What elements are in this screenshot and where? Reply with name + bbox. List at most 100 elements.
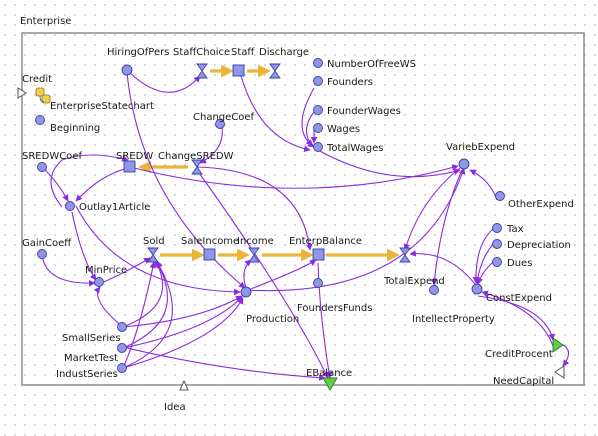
sold-valve[interactable]	[147, 247, 159, 263]
link	[403, 167, 461, 251]
income-valve[interactable]	[248, 247, 260, 263]
link	[122, 295, 243, 328]
hiring-of-pers-label: HiringOfPers	[107, 47, 169, 58]
min-price-node[interactable]	[94, 277, 104, 287]
staff-stock[interactable]	[232, 64, 245, 77]
enterp-balance-stock[interactable]	[312, 248, 325, 261]
total-wages-label: TotalWages	[326, 143, 383, 154]
credit-procent-input-port[interactable]	[552, 337, 564, 353]
staff-choice-valve[interactable]	[196, 63, 208, 79]
varieb-expend-node[interactable]	[458, 158, 470, 170]
link	[93, 286, 124, 328]
founders-node[interactable]	[313, 76, 323, 86]
sale-income-stock[interactable]	[203, 248, 216, 261]
change-sredw-label: ChangeSREDW	[158, 151, 234, 162]
credit-procent-label: CreditProcent	[485, 349, 553, 360]
dues-node[interactable]	[492, 257, 502, 267]
link	[196, 166, 313, 251]
link	[317, 262, 333, 379]
min-price-label: MinPrice	[85, 265, 127, 276]
links	[41, 72, 570, 381]
link	[103, 257, 151, 283]
discharge-valve[interactable]	[269, 63, 281, 79]
credit-label: Credit	[22, 74, 52, 85]
other-expend-node[interactable]	[495, 191, 505, 201]
varieb-expend-label: VariebExpend	[446, 142, 515, 153]
total-expend-valve[interactable]	[399, 247, 411, 263]
indust-series-label: IndustSeries	[56, 369, 118, 380]
total-expend-label: TotalExpend	[383, 276, 445, 287]
e-balance-output-port[interactable]	[322, 377, 338, 391]
hiring-of-pers-node[interactable]	[121, 64, 133, 76]
link	[129, 72, 201, 93]
market-test-node[interactable]	[117, 343, 127, 353]
link	[305, 111, 315, 147]
founders-funds-node[interactable]	[313, 278, 323, 288]
indust-series-node[interactable]	[117, 363, 127, 373]
small-series-node[interactable]	[117, 322, 127, 332]
other-expend-label: OtherExpend	[508, 199, 574, 210]
production-label: Production	[246, 314, 299, 325]
link	[122, 296, 243, 349]
link	[240, 75, 311, 153]
intellect-property-node[interactable]	[429, 285, 439, 295]
number-of-free-ws-label: NumberOfFreeWS	[327, 59, 416, 70]
tax-node[interactable]	[492, 223, 502, 233]
sredw-coef-label: SREDWCoef	[22, 151, 82, 162]
link	[243, 167, 466, 292]
flows	[138, 64, 400, 262]
enterp-balance-label: EnterpBalance	[289, 236, 362, 247]
link	[560, 343, 570, 367]
enterprise-statechart-label: EnterpriseStatechart	[50, 101, 154, 112]
link	[317, 149, 461, 178]
change-coef-node[interactable]	[215, 119, 225, 129]
sredw-coef-node[interactable]	[37, 162, 47, 172]
founders-label: Founders	[327, 77, 373, 88]
e-balance-label: EBalance	[306, 368, 352, 379]
enterprise-frame	[21, 32, 585, 386]
beginning-label: Beginning	[50, 123, 100, 134]
outlay-1-article-node[interactable]	[65, 201, 75, 211]
market-test-label: MarketTest	[64, 353, 118, 364]
link	[477, 295, 555, 341]
staff-label: Staff	[231, 47, 255, 58]
link	[196, 169, 329, 379]
link	[126, 72, 246, 289]
need-capital-output-port[interactable]	[554, 365, 565, 379]
founder-wages-node[interactable]	[313, 105, 323, 115]
idea-input-port[interactable]	[179, 379, 189, 391]
link	[75, 205, 241, 296]
link	[75, 167, 129, 202]
sredw-stock[interactable]	[123, 160, 136, 173]
link	[469, 169, 498, 201]
link	[126, 347, 326, 381]
production-node[interactable]	[240, 286, 252, 298]
const-expend-node[interactable]	[471, 283, 483, 295]
gain-coeff-label: GainCoeff	[22, 238, 72, 249]
small-series-label: SmallSeries	[62, 333, 121, 344]
statechart-icon[interactable]	[35, 87, 51, 104]
wages-label: Wages	[327, 124, 360, 135]
discharge-label: Discharge	[259, 47, 309, 58]
beginning-node[interactable]	[35, 115, 45, 125]
link	[476, 261, 494, 285]
gain-coeff-node[interactable]	[37, 249, 47, 259]
link	[122, 260, 168, 349]
link	[50, 154, 129, 208]
change-sredw-valve[interactable]	[191, 159, 203, 175]
change-coef-label: ChangeCoef	[193, 112, 255, 123]
link	[122, 261, 157, 369]
idea-label: Idea	[164, 402, 186, 413]
income-label: Income	[237, 236, 274, 247]
const-expend-label: ConstExpend	[486, 293, 552, 304]
credit-output-port[interactable]	[17, 87, 27, 99]
depreciation-label: Depreciation	[507, 240, 571, 251]
total-wages-node[interactable]	[313, 142, 323, 152]
wages-node[interactable]	[313, 123, 323, 133]
link	[71, 211, 97, 281]
number-of-free-ws-node[interactable]	[313, 58, 323, 68]
depreciation-node[interactable]	[492, 239, 502, 249]
link	[409, 250, 479, 289]
founder-wages-label: FounderWages	[327, 106, 401, 117]
